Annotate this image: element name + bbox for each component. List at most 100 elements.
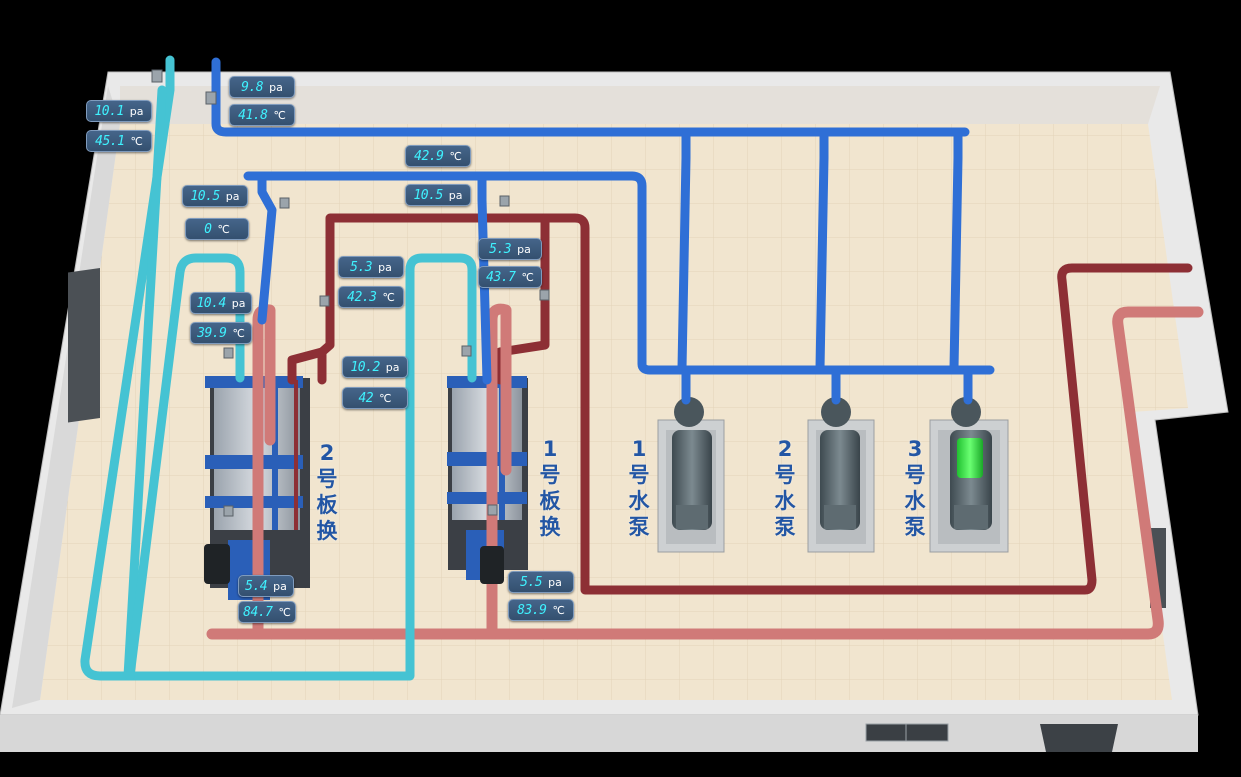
temperature-readout: 41.8 ℃ (229, 104, 295, 126)
temperature-readout: 42.3 ℃ (338, 286, 404, 308)
pressure-readout: 10.4 pa (190, 292, 252, 314)
pressure-readout: 5.3 pa (338, 256, 404, 278)
pressure-readout: 10.2 pa (342, 356, 408, 378)
readout-value: 42.9 (414, 148, 444, 164)
pressure-readout: 10.5 pa (182, 185, 248, 207)
readout-value: 45.1 (95, 133, 125, 149)
label-char: 板 (316, 493, 338, 517)
readout-unit: ℃ (217, 222, 230, 236)
readout-unit: pa (225, 189, 240, 203)
cold-return-pipes (80, 55, 477, 681)
label-char: 换 (316, 519, 338, 543)
cold-supply-pipes (211, 57, 995, 405)
label-char: 号 (904, 463, 926, 487)
readout-unit: ℃ (449, 149, 462, 163)
readout-unit: ℃ (278, 605, 291, 619)
pump-2-label: 2 号 水 泵 (772, 436, 798, 540)
readout-value: 10.5 (413, 187, 443, 203)
pump-2[interactable] (807, 397, 875, 553)
readout-unit: ℃ (232, 326, 245, 340)
pressure-readout: 9.8 pa (229, 76, 295, 98)
back-wall (120, 86, 1160, 124)
pump-1-label: 1 号 水 泵 (626, 436, 652, 540)
label-char: 水 (774, 489, 796, 513)
readout-unit: ℃ (273, 108, 286, 122)
readout-unit: pa (273, 579, 287, 593)
heat-exchanger-1-label: 1 号 板 换 (537, 436, 563, 540)
readout-value: 42 (358, 390, 374, 406)
label-char: 号 (774, 463, 796, 487)
pump-3[interactable] (929, 397, 1009, 553)
label-char: 泵 (628, 515, 650, 539)
readout-value: 43.7 (486, 269, 516, 285)
readout-unit: pa (548, 575, 562, 589)
front-door (1040, 724, 1118, 752)
hot-supply-pipes (287, 213, 1193, 595)
pressure-readout: 5.4 pa (238, 575, 294, 597)
readout-value: 39.9 (197, 325, 227, 341)
temperature-readout: 0℃ (185, 218, 249, 240)
readout-value: 41.8 (238, 107, 268, 123)
left-wall-door (68, 267, 100, 423)
readout-value: 84.7 (243, 604, 273, 620)
readout-unit: ℃ (382, 290, 395, 304)
sensors (151, 69, 550, 517)
pump-3-label: 3 号 水 泵 (902, 436, 928, 540)
label-char: 板 (539, 489, 561, 513)
readout-value: 5.3 (489, 241, 512, 257)
readout-unit: pa (231, 296, 246, 310)
readout-unit: pa (378, 260, 392, 274)
label-char: 号 (539, 463, 561, 487)
label-char: 泵 (774, 515, 796, 539)
readout-value: 10.4 (196, 295, 226, 311)
label-char: 2 (777, 437, 793, 461)
pump-1[interactable] (657, 397, 725, 553)
readout-value: 10.1 (94, 103, 124, 119)
temperature-readout: 43.7 ℃ (478, 266, 542, 288)
readout-value: 83.9 (517, 602, 547, 618)
label-char: 1 (542, 437, 558, 461)
label-char: 2 (319, 441, 335, 465)
label-char: 水 (904, 489, 926, 513)
readout-value: 42.3 (347, 289, 377, 305)
temperature-readout: 83.9 ℃ (508, 599, 574, 621)
readout-unit: pa (129, 104, 144, 118)
readout-value: 10.5 (190, 188, 220, 204)
pump-3-running-indicator (957, 438, 983, 478)
pressure-readout: 5.5 pa (508, 571, 574, 593)
readout-unit: ℃ (379, 391, 392, 405)
label-char: 水 (628, 489, 650, 513)
readout-value: 5.5 (520, 574, 543, 590)
temperature-readout: 45.1 ℃ (86, 130, 152, 152)
heat-exchanger-2-label: 2 号 板 换 (314, 440, 340, 544)
readout-unit: ℃ (521, 270, 534, 284)
readout-value: 5.4 (245, 578, 268, 594)
temperature-readout: 39.9 ℃ (190, 322, 252, 344)
label-char: 号 (628, 463, 650, 487)
pressure-readout: 10.1 pa (86, 100, 152, 122)
readout-unit: pa (448, 188, 463, 202)
front-window (865, 723, 949, 742)
readout-value: 9.8 (241, 79, 264, 95)
circulation-pumps (204, 544, 504, 584)
left-wall (12, 86, 120, 708)
temperature-readout: 42 ℃ (342, 387, 408, 409)
readout-unit: ℃ (552, 603, 565, 617)
readout-unit: pa (269, 80, 283, 94)
readout-value: 10.2 (350, 359, 380, 375)
readout-value: 0 (204, 221, 212, 237)
readout-value: 5.3 (350, 259, 373, 275)
temperature-readout: 84.7 ℃ (238, 601, 296, 623)
label-char: 泵 (904, 515, 926, 539)
readout-unit: ℃ (130, 134, 143, 148)
readout-unit: pa (385, 360, 400, 374)
temperature-readout: 42.9 ℃ (405, 145, 471, 167)
label-char: 3 (907, 437, 923, 461)
front-wall (0, 715, 1198, 752)
pressure-readout: 10.5 pa (405, 184, 471, 206)
label-char: 换 (539, 515, 561, 539)
label-char: 1 (631, 437, 647, 461)
label-char: 号 (316, 467, 338, 491)
